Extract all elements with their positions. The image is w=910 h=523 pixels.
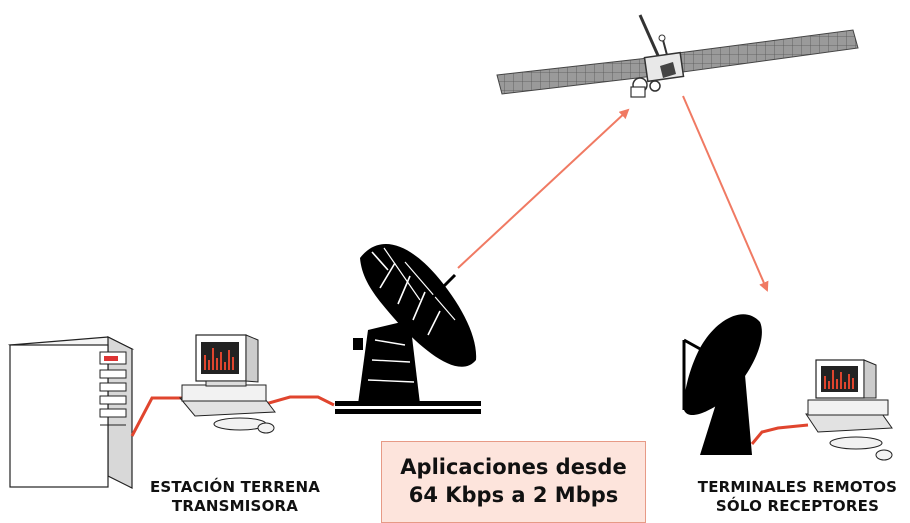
receiver-dish-icon — [682, 314, 762, 455]
transmitter-caption-line2: TRANSMISORA — [171, 497, 299, 515]
ground-antenna-icon — [335, 244, 481, 414]
transmitter-caption-line1: ESTACIÓN TERRENA — [149, 478, 321, 496]
info-box-line1: Aplicaciones desde — [400, 455, 627, 479]
receivers-caption-line1: TERMINALES REMOTOS — [697, 478, 898, 496]
info-box-line2: 64 Kbps a 2 Mbps — [408, 483, 619, 507]
receivers-caption-line2: SÓLO RECEPTORES — [715, 497, 880, 515]
receiver-cable — [750, 423, 809, 445]
server-icon — [7, 336, 135, 489]
workstation-icon — [805, 359, 893, 461]
applications-info-box: Aplicaciones desde 64 Kbps a 2 Mbps — [381, 441, 646, 523]
remote-terminals-caption: TERMINALES REMOTOS SÓLO RECEPTORES — [690, 478, 905, 516]
uplink-arrow — [457, 108, 630, 269]
downlink-arrow — [682, 95, 769, 292]
transmitter-station-caption: ESTACIÓN TERRENA TRANSMISORA — [130, 478, 340, 516]
satellite-icon — [496, 14, 859, 98]
workstation-icon — [178, 334, 276, 434]
